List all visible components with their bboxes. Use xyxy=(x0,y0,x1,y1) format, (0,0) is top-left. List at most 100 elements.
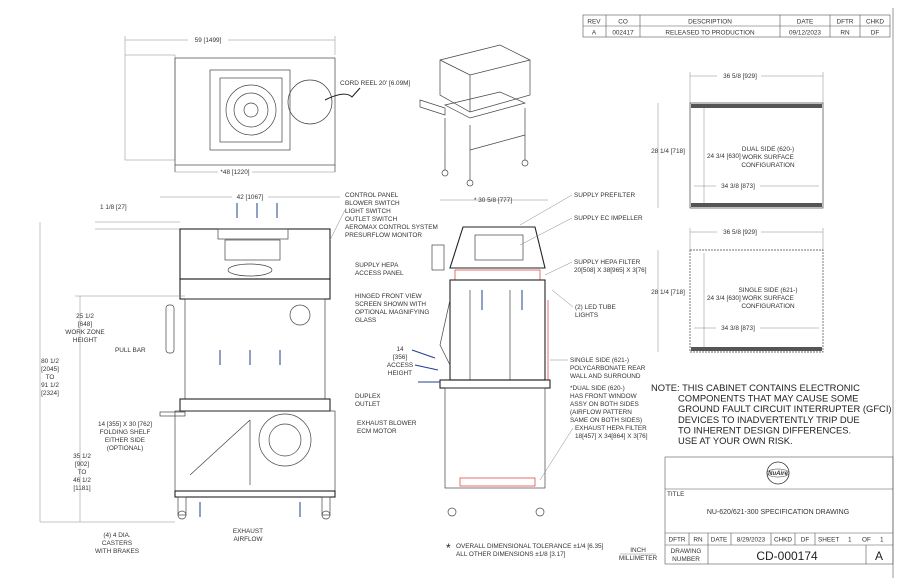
text-line: DEVICES TO INADVERTENTLY TRIP DUE xyxy=(678,414,860,425)
cord-reel-label: CORD REEL 20' [6.09M] xyxy=(340,80,410,87)
text-line: CONFIGURATION xyxy=(741,303,795,310)
text-line: SUPPLY HEPA FILTER xyxy=(574,259,641,266)
drawing-title: NU-620/621-300 SPECIFICATION DRAWING xyxy=(707,509,849,516)
text-line: NOTE: THIS CABINET CONTAINS ELECTRONIC xyxy=(651,382,860,393)
text-line: TO INHERENT DESIGN DIFFERENCES. xyxy=(678,424,851,435)
text-line: OPTIONAL MAGNIFYING xyxy=(355,309,429,316)
of-value: 1 xyxy=(880,537,884,544)
date-value: 09/12/2023 xyxy=(789,30,821,37)
text-line: DRAWING xyxy=(671,548,702,555)
front-airflow-arrows xyxy=(199,203,301,517)
text-line: [356] xyxy=(393,354,407,361)
rev-value: A xyxy=(592,30,597,37)
text-line: (4) 4 DIA. xyxy=(103,532,131,539)
text-line: AIRFLOW xyxy=(233,536,263,543)
text-line: WITH BRAKES xyxy=(95,548,139,555)
text-line: PRESURFLOW MONITOR xyxy=(345,232,422,239)
text-line: OUTLET xyxy=(355,401,380,408)
side-depth-dim: * 30 5/8 [777] xyxy=(474,197,512,204)
dftr-value: RN xyxy=(693,537,703,544)
text-line: ALL OTHER DIMENSIONS ±1/8 [3.17] xyxy=(456,551,566,558)
text-line: OUTLET SWITCH xyxy=(345,216,397,223)
text-line: *DUAL SIDE (620-) xyxy=(570,385,625,392)
text-line: [648] xyxy=(78,321,92,328)
top-depth-dim: *48 [1220] xyxy=(220,169,249,176)
text-line: POLYCARBONATE REAR xyxy=(570,365,646,372)
text-line: OVERALL DIMENSIONAL TOLERANCE ±1/4 [6.35… xyxy=(456,543,604,550)
text-line: CONFIGURATION xyxy=(741,162,795,169)
single-inner-width-dim: 34 3/8 [873] xyxy=(721,325,755,332)
side-view: * 30 5/8 [777] SUPPLY PREFILTER SUPPLY E… xyxy=(411,192,648,517)
single-depth-dim: 28 1/4 [718] xyxy=(651,289,685,296)
text-line: 14 [355] X 30 [762] xyxy=(98,421,152,428)
text-line: (2) LED TUBE xyxy=(575,304,616,311)
text-line: 18[457] X 34[864] X 3[76] xyxy=(575,433,648,440)
text-line: WALL AND SURROUND xyxy=(570,373,641,380)
text-line: HAS FRONT WINDOW xyxy=(570,393,638,400)
description-header: DESCRIPTION xyxy=(688,19,732,26)
co-value: 002417 xyxy=(612,30,634,37)
date-header: DATE xyxy=(797,19,814,26)
text-line: LIGHTS xyxy=(575,312,598,319)
text-line: 91 1/2 xyxy=(41,382,59,389)
text-line: GROUND FAULT CIRCUIT INTERRUPTER (GFCI) xyxy=(678,403,892,414)
text-line: WORK ZONE xyxy=(65,329,104,336)
text-line: AEROMAX CONTROL SYSTEM xyxy=(345,224,438,231)
text-line: 20[508] X 38[965] X 3[76] xyxy=(574,267,647,274)
chkd-label: CHKD xyxy=(774,537,792,544)
text-line: 46 1/2 xyxy=(73,477,91,484)
top-offset-dim: 1 1/8 [27] xyxy=(100,204,127,211)
text-line: [2324] xyxy=(41,390,59,397)
text-line: HEIGHT xyxy=(388,370,412,377)
text-line: SCREEN SHOWN WITH xyxy=(355,301,426,308)
text-line: SINGLE SIDE (621-) xyxy=(739,287,798,294)
co-header: CO xyxy=(618,19,628,26)
top-width-dim: 59 [1499] xyxy=(195,37,222,44)
text-line: ACCESS PANEL xyxy=(355,270,404,277)
dual-inner-width-dim: 34 3/8 [873] xyxy=(721,183,755,190)
text-line: EITHER SIDE xyxy=(105,437,145,444)
work-surface-single: 36 5/8 [929] 28 1/4 [718] 24 3/4 [630] S… xyxy=(651,228,824,353)
text-line: SUPPLY HEPA xyxy=(355,262,399,269)
text-line: [1181] xyxy=(73,485,91,492)
single-width-dim: 36 5/8 [929] xyxy=(723,229,757,236)
text-line: BLOWER SWITCH xyxy=(345,200,400,207)
dftr-value: RN xyxy=(840,30,850,37)
text-line: CONTROL PANEL xyxy=(345,192,399,199)
text-line: CASTERS xyxy=(102,540,132,547)
dftr-label: DFTR xyxy=(668,537,685,544)
top-view: 59 [1499] CORD REEL 20' [6.09M] *48 [122… xyxy=(124,36,410,176)
text-line: 14 xyxy=(396,346,404,353)
work-surface-dual: 36 5/8 [929] 28 1/4 [718] 24 3/4 [630] D… xyxy=(651,72,824,209)
svg-text:NuAire: NuAire xyxy=(768,471,788,477)
supply-prefilter-label: SUPPLY PREFILTER xyxy=(574,192,635,199)
text-line: USE AT YOUR OWN RISK. xyxy=(678,435,793,446)
text-line: WORK SURFACE xyxy=(742,295,794,302)
text-line: EXHAUST HEPA FILTER xyxy=(575,425,647,432)
supply-impeller-label: SUPPLY EC IMPELLER xyxy=(574,215,643,222)
text-line: TO xyxy=(46,374,55,381)
text-line: DUPLEX xyxy=(355,393,381,400)
date-value: 8/29/2023 xyxy=(737,537,766,544)
dual-width-dim: 36 5/8 [929] xyxy=(723,73,757,80)
text-line: HEIGHT xyxy=(73,337,97,344)
description-value: RELEASED TO PRODUCTION xyxy=(665,30,755,37)
dual-inner-depth-dim: 24 3/4 [630] xyxy=(707,153,741,160)
sheet-label: SHEET xyxy=(818,537,839,544)
revision-table: REV CO DESCRIPTION DATE DFTR CHKD A 0024… xyxy=(582,14,891,38)
text-line: HINGED FRONT VIEW xyxy=(355,293,423,300)
nuaire-logo: NuAire xyxy=(766,461,790,485)
title-label: TITLE xyxy=(667,491,684,498)
text-line: DUAL SIDE (620-) xyxy=(742,146,794,153)
